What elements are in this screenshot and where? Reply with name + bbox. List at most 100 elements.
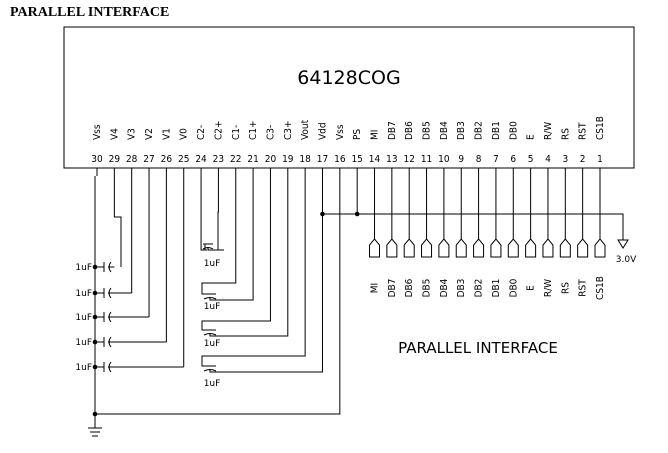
pin-name-4: R/W [543, 122, 554, 140]
pin-name-9: DB3 [456, 121, 467, 140]
connector-terminal-icon [403, 238, 415, 258]
pin-number-29: 29 [109, 154, 121, 165]
connector-terminal-icon [594, 238, 606, 258]
connector-terminal-icon [507, 238, 519, 258]
connector-terminal-icon [455, 238, 467, 258]
pin-number-20: 20 [265, 154, 277, 165]
part-number: 64128COG [297, 67, 400, 89]
connector-terminal-icon [369, 238, 381, 258]
connector-terminal-icon [490, 238, 502, 258]
pin-name-12: DB6 [404, 121, 415, 140]
interface-title: PARALLEL INTERFACE [398, 339, 558, 357]
pin-number-7: 7 [493, 154, 499, 165]
pin-number-14: 14 [369, 154, 381, 165]
connector-terminal-icon [525, 238, 537, 258]
pin-number-26: 26 [161, 154, 173, 165]
pin-name-21: C1+ [248, 120, 259, 140]
connector-label-6: DB0 [508, 278, 519, 297]
pin-number-4: 4 [545, 154, 551, 165]
pin-name-17: Vdd [317, 122, 328, 140]
pin-name-30: Vss [92, 124, 103, 140]
pin-name-20: C3- [265, 125, 276, 140]
connector-terminal-icon [421, 238, 433, 258]
connector-terminal-icon [386, 238, 398, 258]
capacitor-plate-curved [203, 369, 217, 372]
connector-label-7: DB1 [491, 279, 502, 298]
capacitor-plate-curved [203, 297, 217, 300]
cap-value-label: 1uF [204, 259, 221, 269]
pin-layer: Vss30V429V328V227V126V025C2-24C2+23C1-22… [91, 116, 606, 165]
pin-number-27: 27 [143, 154, 154, 165]
pin-name-24: C2- [196, 125, 207, 140]
pin-name-22: C1- [231, 125, 242, 140]
pin-number-11: 11 [421, 154, 432, 165]
wire-pin-24 [200, 176, 207, 251]
pin-number-22: 22 [230, 154, 241, 165]
connector-label-11: DB5 [422, 279, 433, 298]
pin-name-27: V2 [144, 128, 155, 140]
pin-number-30: 30 [91, 154, 103, 165]
wire-pin-19 [209, 176, 289, 337]
cap-value-label: 1uF [75, 338, 92, 348]
pin-number-21: 21 [247, 154, 258, 165]
pin-number-8: 8 [476, 154, 482, 165]
cap-lead [203, 244, 206, 251]
pin-name-11: DB5 [422, 121, 433, 140]
pin-name-6: DB0 [508, 121, 519, 140]
pin-number-12: 12 [403, 154, 414, 165]
wire-pin-29 [113, 176, 122, 267]
connector-terminal-icon [473, 238, 485, 258]
cap-value-label: 1uF [204, 339, 221, 349]
pin-name-1: CS1B [595, 116, 606, 140]
lcd-module-outline [63, 26, 635, 169]
pin-name-2: RST [578, 122, 589, 140]
pin-number-16: 16 [334, 154, 346, 165]
connector-label-8: DB2 [474, 279, 485, 298]
pin-number-18: 18 [299, 154, 311, 165]
pin-number-28: 28 [126, 154, 138, 165]
pin-number-1: 1 [597, 154, 603, 165]
capacitor-plate-curved [203, 333, 217, 336]
pin-number-25: 25 [178, 154, 189, 165]
pin-name-28: V3 [127, 128, 138, 140]
pin-name-10: DB4 [439, 121, 450, 140]
pin-number-6: 6 [510, 154, 516, 165]
pin-number-13: 13 [386, 154, 397, 165]
cap-value-label: 1uF [75, 263, 92, 273]
page-heading: PARALLEL INTERFACE [10, 5, 170, 20]
connector-label-10: DB4 [439, 278, 450, 297]
connector-terminal-icon [542, 238, 554, 258]
connector-label-3: RS [560, 282, 571, 294]
pin-number-23: 23 [213, 154, 224, 165]
supply-arrow-icon [617, 239, 629, 249]
cap-lead [207, 247, 224, 251]
pin-name-26: V1 [161, 128, 172, 140]
cap-value-label: 1uF [75, 313, 92, 323]
pin-name-5: E [526, 134, 537, 140]
connector-terminal-icon [559, 238, 571, 258]
pin-name-13: DB7 [387, 121, 398, 140]
pin-number-24: 24 [195, 154, 207, 165]
connector-label-5: E [526, 285, 537, 291]
supply-voltage-label: 3.0V [616, 255, 637, 265]
wire-pin-17-return [209, 176, 323, 373]
pin-number-3: 3 [562, 154, 568, 165]
cap-value-label: 1uF [204, 379, 221, 389]
connector-terminal-icon [577, 238, 589, 258]
wire-pin-23 [217, 176, 224, 251]
pin-number-10: 10 [438, 154, 450, 165]
wire-pin-21 [209, 176, 254, 301]
connector-label-2: RST [578, 279, 589, 297]
pin-name-8: DB2 [474, 121, 485, 140]
pin-name-16: Vss [335, 124, 346, 140]
connector-label-1: CS1B [595, 276, 606, 300]
supply-rail [322, 213, 624, 240]
pin-number-5: 5 [528, 154, 534, 165]
pin-number-19: 19 [282, 154, 294, 165]
cap-value-label: 1uF [75, 289, 92, 299]
connector-label-9: DB3 [456, 279, 467, 298]
pin-name-23: C2+ [213, 120, 224, 140]
